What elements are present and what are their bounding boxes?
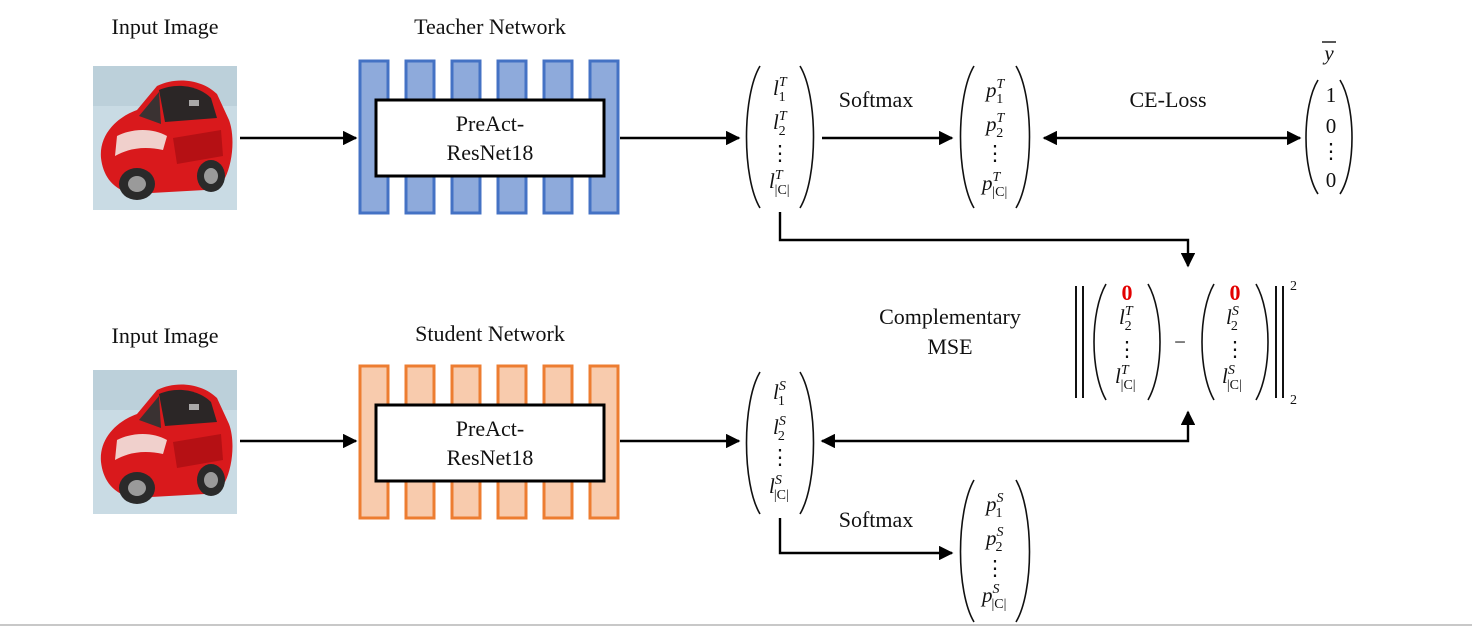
paren-left [1201,283,1215,401]
norm-subscript: 2 [1290,393,1297,408]
onehot-2: 0 [1326,114,1337,138]
input-image-bottom [93,370,237,514]
norm-student-vdots: ⋮ [1225,337,1246,361]
teacher-logit-c: lT|C| [769,168,790,198]
paren-left [1093,283,1107,401]
norm-teacher-vdots: ⋮ [1117,337,1138,361]
student-network: PreAct- ResNet18 [358,364,620,520]
teacher-network-label: Teacher Network [414,14,566,39]
teacher-network: PreAct- ResNet18 [358,59,620,215]
arrow-student-logits-to-norm [820,410,1196,449]
student-logit-vdots: ⋮ [770,445,791,469]
paren-right [799,65,815,209]
norm-minus: − [1174,330,1186,354]
teacher-backbone-box [374,98,606,178]
teacher-backbone-line2: ResNet18 [447,140,534,165]
input-image-label-bottom: Input Image [112,323,219,348]
bottom-rule [0,624,1472,626]
softmax-label-top: Softmax [839,87,914,112]
arrow-softmax-bottom [778,518,954,561]
paren-right [799,371,815,515]
student-logit-c: lS|C| [769,473,789,503]
onehot-vector: 1 0 ⋮ 0 [1305,79,1353,195]
onehot-1: 1 [1326,83,1337,107]
paren-left [745,371,761,515]
softmax-label-bottom: Softmax [839,507,914,532]
onehot-3: ⋮ [1321,139,1342,163]
teacher-prob-c: pT|C| [980,170,1007,200]
paren-right [1015,65,1031,209]
teacher-logit-vdots: ⋮ [770,141,791,165]
norm-student-logit-c: lS|C| [1222,363,1242,393]
paren-left [959,479,975,623]
y-bar-label: y [1322,41,1334,65]
paren-right [1015,479,1031,623]
student-zero: 0 [1230,280,1241,305]
teacher-prob-vdots: ⋮ [985,141,1006,165]
complementary-label-line2: MSE [927,334,972,359]
student-network-label: Student Network [415,321,565,346]
complementary-label-line1: Complementary [879,304,1021,329]
paren-right [1147,283,1161,401]
paren-right [1255,283,1269,401]
input-image-top [93,66,237,210]
paren-left [745,65,761,209]
student-prob-vdots: ⋮ [985,556,1006,580]
arrow-teacher-logits-to-norm [778,212,1196,268]
onehot-4: 0 [1326,168,1337,192]
paren-left [1305,79,1319,195]
norm-teacher-logit-c: lT|C| [1115,363,1136,393]
ce-loss-label: CE-Loss [1130,87,1207,112]
input-image-label-top: Input Image [112,14,219,39]
paren-left [959,65,975,209]
student-backbone-line1: PreAct- [456,416,524,441]
norm-power: 2 [1290,279,1297,294]
teacher-backbone-line1: PreAct- [456,111,524,136]
student-prob-c: pS|C| [980,582,1006,612]
paren-right [1339,79,1353,195]
student-backbone-line2: ResNet18 [447,445,534,470]
teacher-zero: 0 [1122,280,1133,305]
student-backbone-box [374,403,606,483]
